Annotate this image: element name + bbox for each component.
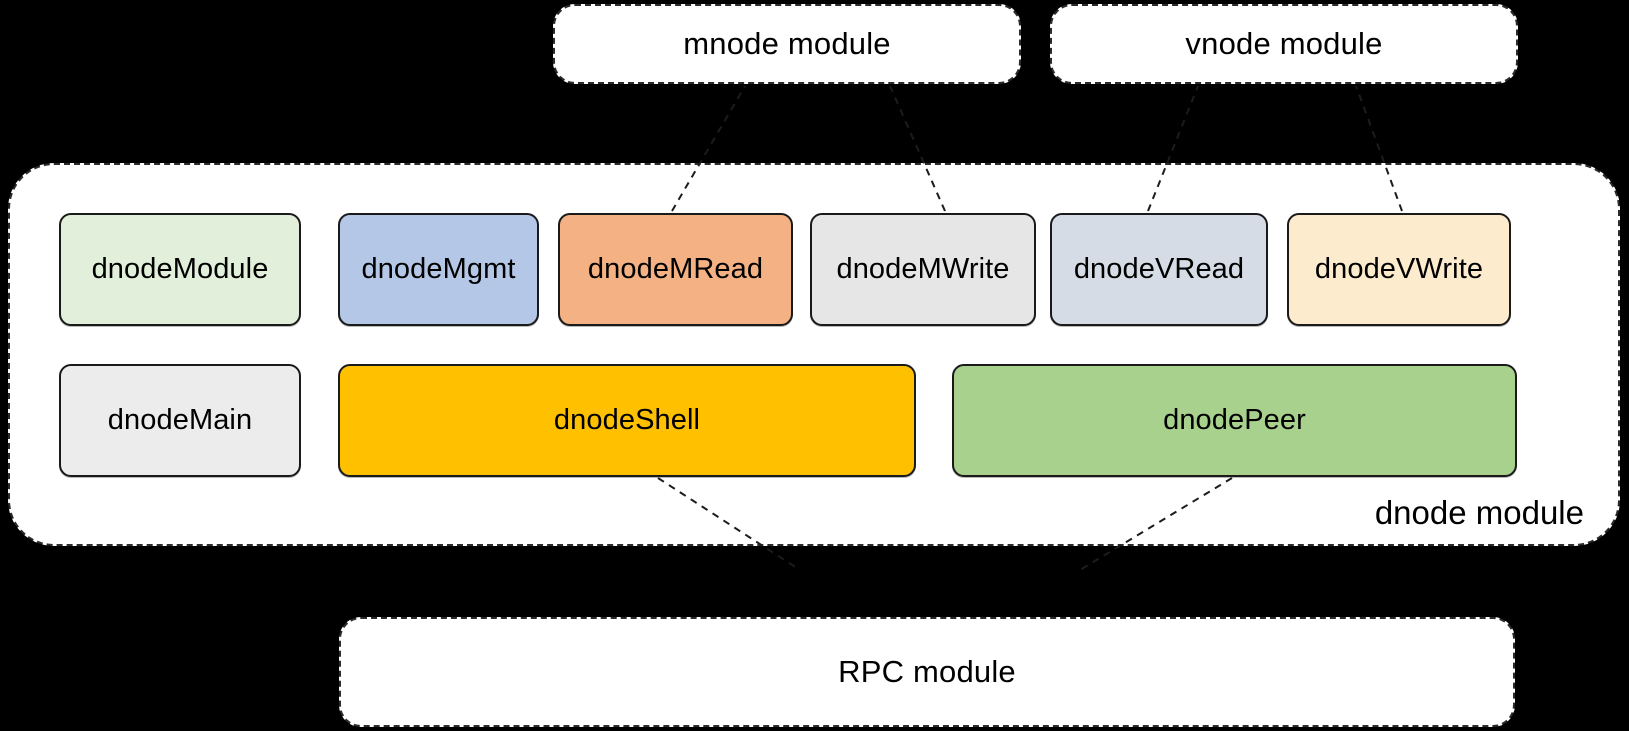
dnode-module-container[interactable]: dnodeModule dnodeMgmt dnodeMRead dnodeMW… bbox=[8, 163, 1620, 546]
mnode-module-label: mnode module bbox=[683, 26, 891, 61]
node-label-dnodemodule: dnodeModule bbox=[91, 253, 269, 285]
node-box-dnodemwrite[interactable]: dnodeMWrite bbox=[810, 213, 1036, 326]
node-box-dnodemain[interactable]: dnodeMain bbox=[59, 364, 301, 477]
mnode-module-box[interactable]: mnode module bbox=[553, 4, 1021, 84]
node-label-dnodevwrite: dnodeVWrite bbox=[1314, 253, 1484, 285]
node-label-dnodemwrite: dnodeMWrite bbox=[836, 253, 1010, 285]
vnode-module-box[interactable]: vnode module bbox=[1050, 4, 1518, 84]
node-label-dnodeshell: dnodeShell bbox=[553, 404, 701, 436]
node-box-dnodevread[interactable]: dnodeVRead bbox=[1050, 213, 1268, 326]
node-box-dnodevwrite[interactable]: dnodeVWrite bbox=[1287, 213, 1511, 326]
node-label-dnodemain: dnodeMain bbox=[107, 404, 253, 436]
node-label-dnodevread: dnodeVRead bbox=[1073, 253, 1245, 285]
node-box-dnodemgmt[interactable]: dnodeMgmt bbox=[338, 213, 539, 326]
node-box-dnodemodule[interactable]: dnodeModule bbox=[59, 213, 301, 326]
node-label-dnodemgmt: dnodeMgmt bbox=[361, 253, 516, 285]
rpc-module-box[interactable]: RPC module bbox=[339, 617, 1515, 727]
node-box-dnodepeer[interactable]: dnodePeer bbox=[952, 364, 1517, 477]
node-label-dnodepeer: dnodePeer bbox=[1163, 404, 1306, 436]
dnode-module-label: dnode module bbox=[1374, 494, 1584, 531]
node-box-dnodemread[interactable]: dnodeMRead bbox=[558, 213, 793, 326]
rpc-module-label: RPC module bbox=[838, 654, 1016, 689]
node-box-dnodeshell[interactable]: dnodeShell bbox=[338, 364, 916, 477]
vnode-module-label: vnode module bbox=[1185, 26, 1383, 61]
node-label-dnodemread: dnodeMRead bbox=[587, 253, 764, 285]
